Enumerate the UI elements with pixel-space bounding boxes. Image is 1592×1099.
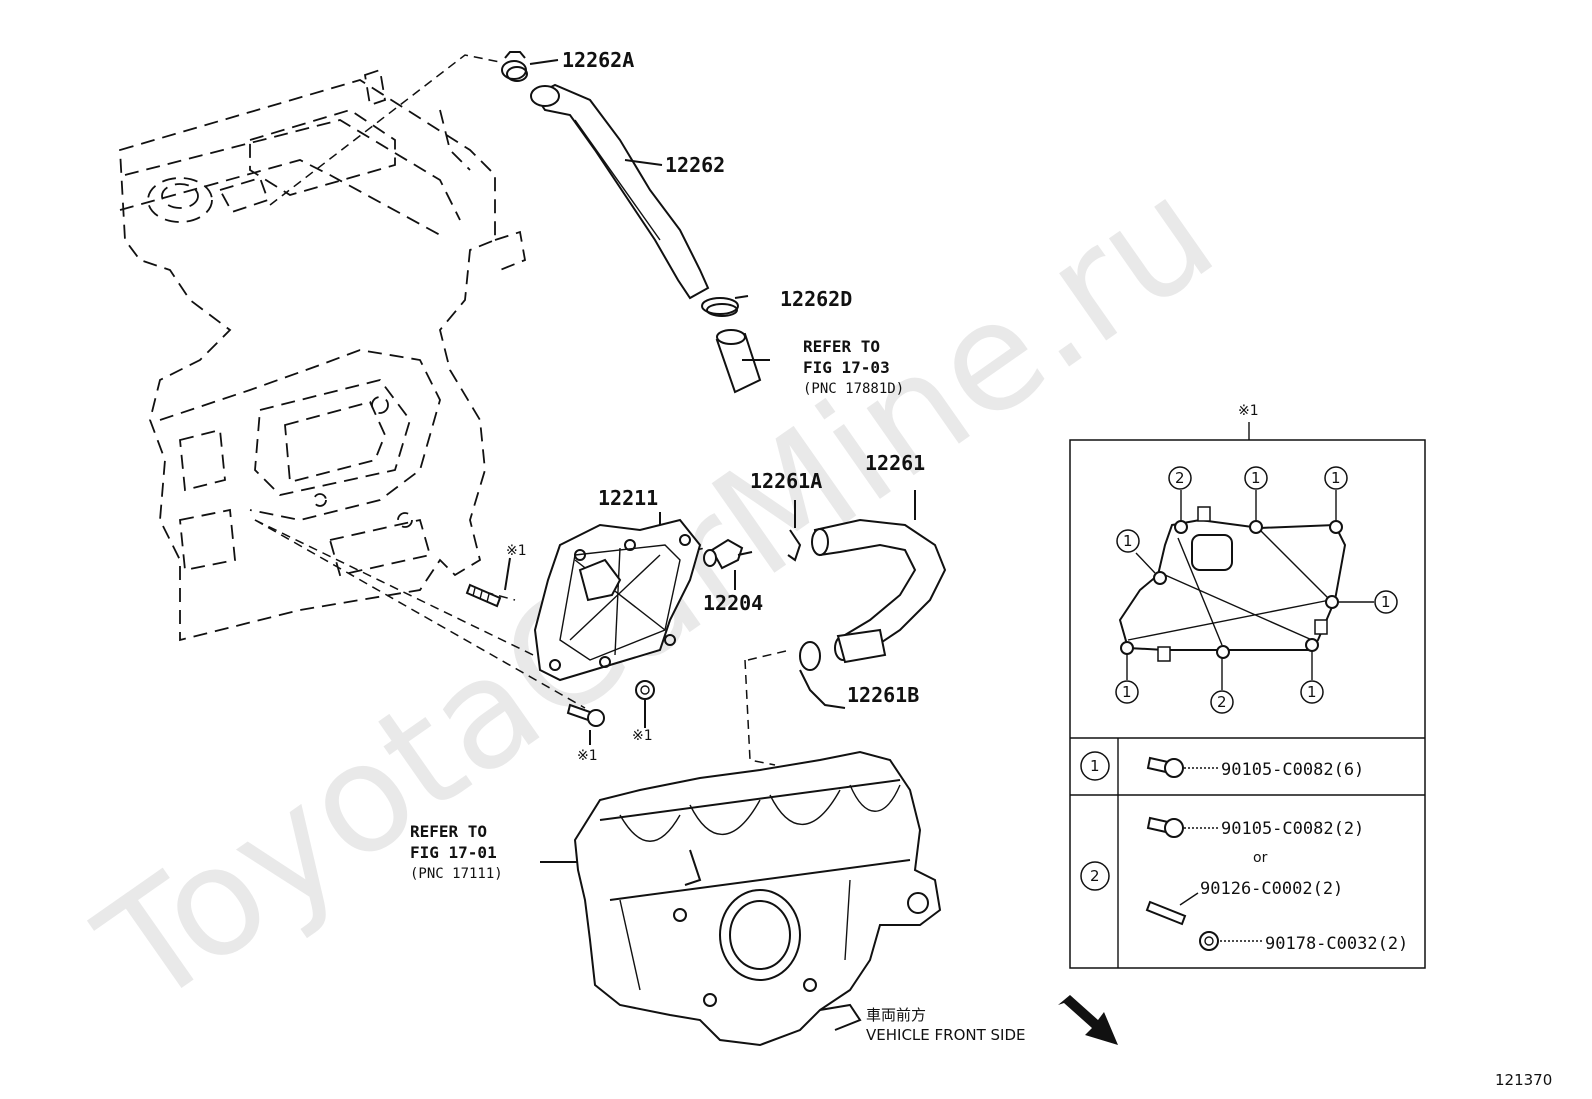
refer-lower-line1: REFER TO: [410, 822, 487, 841]
cover-12211: [533, 512, 702, 682]
intake-manifold: [540, 750, 942, 1047]
engine-block-outline: [119, 68, 527, 642]
flange-bolt: [566, 703, 605, 745]
label-12261: 12261: [865, 451, 925, 475]
legend-part-row2b: 90126-C0002(2): [1200, 879, 1343, 899]
callout-1-f: 1: [1307, 683, 1317, 701]
refer-upper-line1: REFER TO: [803, 337, 880, 356]
refer-upper-line3: (PNC 17881D): [803, 381, 904, 397]
callout-1-a: 1: [1251, 469, 1261, 487]
figure-number: 121370: [1495, 1071, 1552, 1089]
pcv-valve-12204: [703, 538, 753, 590]
clip-12262D: [701, 295, 749, 317]
clip-12261B: [799, 641, 846, 709]
nut: [635, 680, 655, 728]
clip-12262A: [501, 51, 528, 82]
callout-1-e: 1: [1122, 683, 1132, 701]
clip-12261A: [787, 500, 802, 562]
label-12262: 12262: [665, 153, 725, 177]
stud-bolt: [465, 557, 511, 608]
note-mark-nut: ※1: [632, 728, 653, 744]
callout-2-b: 2: [1217, 693, 1227, 711]
label-12204: 12204: [703, 591, 763, 615]
label-12262D: 12262D: [780, 287, 852, 311]
callout-2-a: 2: [1175, 469, 1185, 487]
direction-en: VEHICLE FRONT SIDE: [866, 1026, 1026, 1044]
hose-12262: [530, 83, 710, 300]
label-12211: 12211: [598, 486, 658, 510]
direction-jp: 車両前方: [866, 1006, 926, 1024]
note-mark-stud: ※1: [506, 543, 527, 559]
note-mark-bolt: ※1: [577, 748, 598, 764]
legend-part-row2c: 90178-C0032(2): [1265, 934, 1408, 954]
label-12261A: 12261A: [750, 469, 822, 493]
callout-1-b: 1: [1331, 469, 1341, 487]
callout-1-c: 1: [1123, 532, 1133, 550]
hose-12261: [811, 490, 947, 664]
refer-lower-line3: (PNC 17111): [410, 866, 503, 882]
detail-box: ※1 2 1 1 1: [1069, 403, 1426, 969]
pcv-valve-connector: [715, 329, 770, 394]
refer-lower-line2: FIG 17-01: [410, 843, 497, 862]
label-12262A: 12262A: [562, 48, 634, 72]
legend-callout-1: 1: [1090, 757, 1100, 775]
refer-upper-line2: FIG 17-03: [803, 358, 890, 377]
legend-part-row1: 90105-C0082(6): [1221, 760, 1364, 780]
legend-or: or: [1253, 850, 1268, 866]
legend-part-row2a: 90105-C0082(2): [1221, 819, 1364, 839]
detail-title: ※1: [1238, 403, 1259, 419]
vehicle-front-arrow: [1058, 995, 1118, 1045]
label-12261B: 12261B: [847, 683, 919, 707]
legend-callout-2: 2: [1090, 867, 1100, 885]
callout-1-d: 1: [1381, 593, 1391, 611]
